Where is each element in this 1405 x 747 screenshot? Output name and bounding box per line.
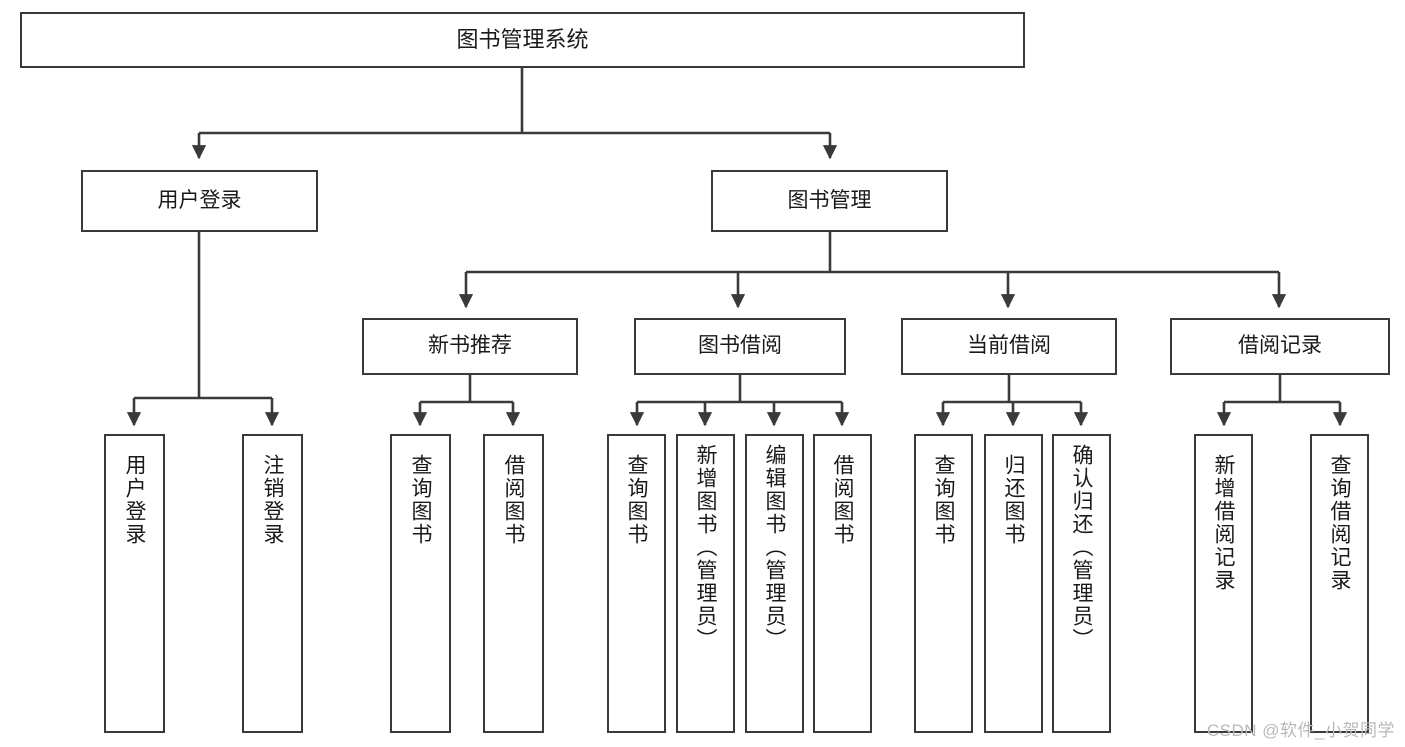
node-label: 图书管理 xyxy=(787,188,872,212)
node-leaf-add-book-admin[interactable]: 新增图书（管理员） xyxy=(676,434,735,733)
node-label: 当前借阅 xyxy=(967,334,1051,358)
node-label: 查询图书 xyxy=(409,454,432,546)
node-label: 查询图书 xyxy=(625,454,648,546)
node-label: 借阅记录 xyxy=(1238,334,1322,358)
node-label: 新书推荐 xyxy=(428,334,512,358)
node-leaf-borrow-book[interactable]: 借阅图书 xyxy=(813,434,872,733)
node-root-book-management-system[interactable]: 图书管理系统 xyxy=(20,12,1025,68)
node-label: 编辑图书（管理员） xyxy=(763,444,786,651)
node-book-management[interactable]: 图书管理 xyxy=(711,170,948,232)
csdn-watermark: CSDN @软件_小贺同学 xyxy=(1206,721,1395,740)
node-leaf-borrow-book-new-rec[interactable]: 借阅图书 xyxy=(483,434,544,733)
node-label: 用户登录 xyxy=(123,454,146,546)
node-leaf-add-borrow-record[interactable]: 新增借阅记录 xyxy=(1194,434,1253,733)
node-label: 查询图书 xyxy=(932,454,955,546)
node-new-book-recommendation[interactable]: 新书推荐 xyxy=(362,318,578,375)
node-user-login[interactable]: 用户登录 xyxy=(81,170,318,232)
node-label: 新增图书（管理员） xyxy=(694,444,717,651)
node-label: 注销登录 xyxy=(261,454,284,546)
node-label: 确认归还（管理员） xyxy=(1070,444,1093,651)
node-label: 借阅图书 xyxy=(831,454,854,546)
node-label: 用户登录 xyxy=(157,188,242,212)
node-leaf-query-book-new-rec[interactable]: 查询图书 xyxy=(390,434,451,733)
node-label: 归还图书 xyxy=(1002,454,1025,546)
node-borrowing-record[interactable]: 借阅记录 xyxy=(1170,318,1390,375)
node-label: 借阅图书 xyxy=(502,454,525,546)
node-leaf-query-book-current[interactable]: 查询图书 xyxy=(914,434,973,733)
node-label: 图书借阅 xyxy=(698,334,782,358)
node-leaf-query-book-borrow[interactable]: 查询图书 xyxy=(607,434,666,733)
node-label: 新增借阅记录 xyxy=(1212,454,1235,592)
node-label: 图书管理系统 xyxy=(456,27,589,53)
node-leaf-return-book[interactable]: 归还图书 xyxy=(984,434,1043,733)
node-book-borrowing[interactable]: 图书借阅 xyxy=(634,318,846,375)
node-label: 查询借阅记录 xyxy=(1328,454,1351,592)
node-leaf-confirm-return-admin[interactable]: 确认归还（管理员） xyxy=(1052,434,1111,733)
node-current-borrowing[interactable]: 当前借阅 xyxy=(901,318,1117,375)
node-leaf-user-login[interactable]: 用户登录 xyxy=(104,434,165,733)
node-leaf-user-logout[interactable]: 注销登录 xyxy=(242,434,303,733)
node-leaf-edit-book-admin[interactable]: 编辑图书（管理员） xyxy=(745,434,804,733)
node-leaf-query-borrow-record[interactable]: 查询借阅记录 xyxy=(1310,434,1369,733)
